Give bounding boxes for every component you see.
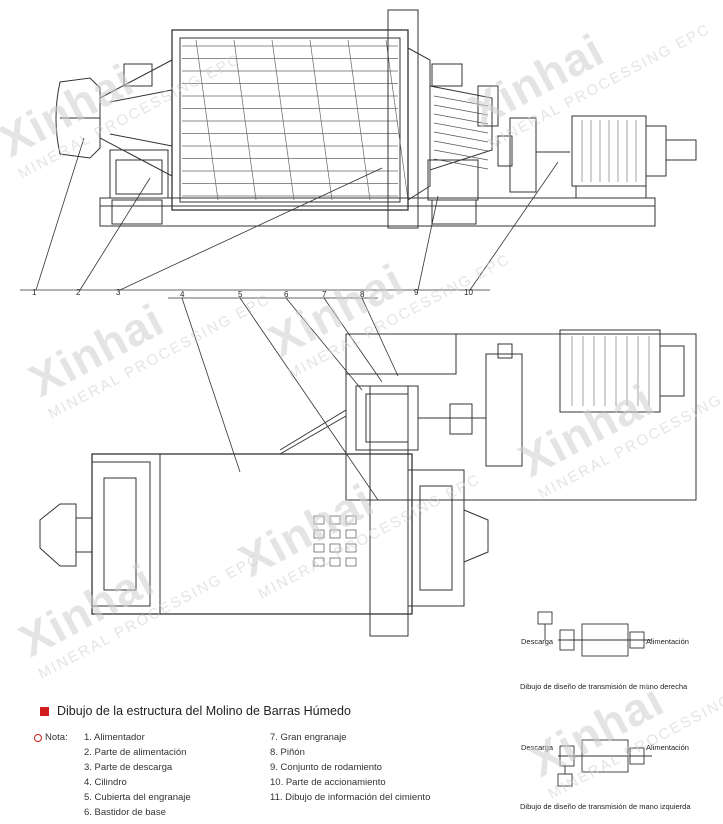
- callout-4: 4: [180, 290, 185, 299]
- bolt-mark: [345, 543, 357, 553]
- note-item: 7. Gran engranaje: [270, 732, 347, 743]
- transmission-left-diagram: [557, 739, 652, 787]
- note-item: 10. Parte de accionamiento: [270, 777, 386, 788]
- note-item: 11. Dibujo de información del cimiento: [270, 792, 431, 803]
- drawing-line: [433, 113, 489, 125]
- caption-text: Dibujo de la estructura del Molino de Ba…: [57, 704, 351, 718]
- bolt-mark: [345, 557, 357, 567]
- note-ring-icon: [34, 733, 42, 742]
- transmission-right-caption: Dibujo de diseño de transmisión de mano …: [520, 682, 688, 691]
- bolt-mark: [329, 515, 341, 525]
- callout-10: 10: [464, 288, 473, 297]
- side-elevation-drawing: [20, 9, 697, 291]
- note-item: 6. Bastidor de base: [84, 807, 166, 818]
- note-item: 5. Cubierta del engranaje: [84, 792, 191, 803]
- note-item: 1. Alimentador: [84, 732, 145, 743]
- note-item: 4. Cilindro: [84, 777, 127, 788]
- transmission-left-caption: Dibujo de diseño de transmisión de mano …: [520, 802, 691, 811]
- figure-caption: Dibujo de la estructura del Molino de Ba…: [40, 704, 351, 718]
- transmission-right-feed: Alimentación: [646, 637, 689, 646]
- bolt-mark: [313, 515, 325, 525]
- drawing-line: [433, 122, 489, 134]
- callout-3: 3: [116, 288, 121, 297]
- note-item: 8. Piñón: [270, 747, 305, 758]
- callout-8: 8: [360, 290, 365, 299]
- bolt-mark: [313, 543, 325, 553]
- bolt-mark: [345, 515, 357, 525]
- callout-9: 9: [414, 288, 419, 297]
- bolt-mark: [329, 543, 341, 553]
- note-item: 9. Conjunto de rodamiento: [270, 762, 382, 773]
- drawing-line: [347, 39, 371, 201]
- drawing-line: [433, 158, 489, 170]
- drawing-line: [385, 39, 409, 201]
- callout-1: 1: [32, 288, 37, 297]
- bolt-mark: [313, 529, 325, 539]
- callout-5: 5: [238, 290, 243, 299]
- note-item: 3. Parte de descarga: [84, 762, 173, 773]
- transmission-right-diagram: [537, 611, 652, 657]
- transmission-right-discharge: Descarga: [521, 637, 554, 646]
- drawing-line: [195, 39, 219, 201]
- callout-6: 6: [284, 290, 289, 299]
- transmission-left-discharge: Descarga: [521, 743, 554, 752]
- drawing-line: [433, 95, 489, 107]
- drawing-line: [271, 39, 295, 201]
- note-item: 2. Parte de alimentación: [84, 747, 187, 758]
- caption-marker-icon: [40, 706, 49, 716]
- bolt-mark: [329, 557, 341, 567]
- drawing-line: [433, 149, 489, 161]
- bolt-mark: [329, 529, 341, 539]
- drawing-line: [433, 140, 489, 152]
- bolt-mark: [345, 529, 357, 539]
- drawing-line: [433, 104, 489, 116]
- drawing-line: [309, 39, 333, 201]
- callout-2: 2: [76, 288, 81, 297]
- plan-view-drawing: [39, 297, 697, 637]
- transmission-left-feed: Alimentación: [646, 743, 689, 752]
- callout-7: 7: [322, 290, 327, 299]
- notes-label: Nota:: [34, 732, 68, 743]
- drawing-line: [233, 39, 257, 201]
- drawing-line: [433, 131, 489, 143]
- bolt-mark: [313, 557, 325, 567]
